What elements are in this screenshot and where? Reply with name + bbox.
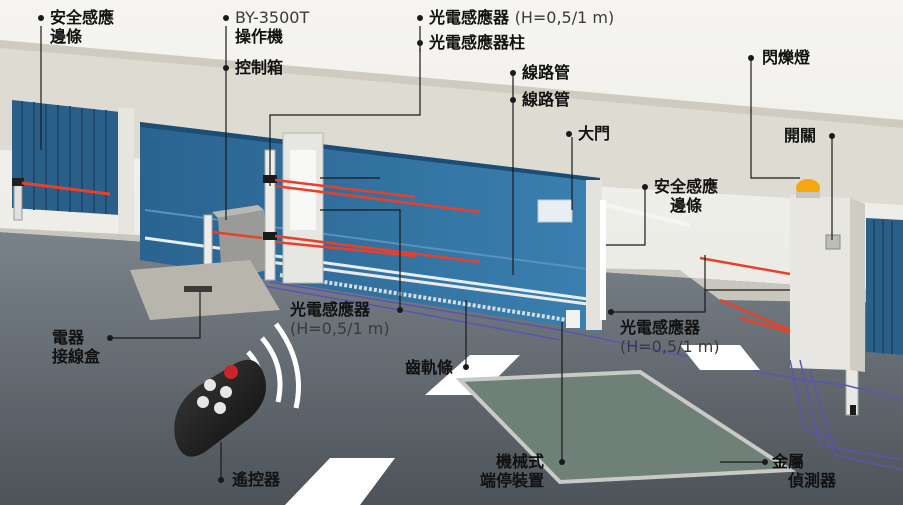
road-markings: [285, 345, 760, 505]
sensor-beams: [211, 178, 481, 264]
label-gear-rack: 齒軌條: [405, 358, 454, 377]
label-photo-sensor-left: 光電感應器 (H=0,5/1 m): [290, 300, 390, 338]
label-junction-box: 電器 接線盒: [52, 328, 100, 366]
label-line: 安全感應: [654, 177, 719, 196]
label-mechanical-stop: 機械式 端停裝置: [480, 452, 544, 490]
label-line: 邊條: [670, 196, 703, 215]
leader-dot: [748, 55, 754, 61]
leader-dot: [38, 15, 44, 21]
operator-name: 操作機: [235, 27, 284, 46]
leader-dot: [559, 459, 565, 465]
remote-control-shape: [174, 359, 266, 457]
leader-dot: [397, 307, 403, 313]
photo-sensor-column-shape: [282, 132, 324, 284]
leader-dot: [510, 97, 516, 103]
label-name: 光電感應器: [429, 8, 510, 27]
label-wiring-conduit-2: 線路管: [522, 90, 571, 109]
safety-edge-right-shape: [600, 200, 606, 320]
leader-dot: [223, 65, 229, 71]
leader-dot: [223, 15, 229, 21]
operator-model: BY-3500T: [235, 8, 310, 27]
label-photo-sensor-top: 光電感應器 (H=0,5/1 m): [429, 8, 614, 27]
label-line: 電器: [52, 328, 85, 347]
leader-dot: [510, 70, 516, 76]
leader-dot: [762, 459, 768, 465]
label-name: 光電感應器: [290, 300, 371, 319]
label-safety-edge-right: 安全感應 邊條: [654, 177, 718, 215]
leader-dot: [107, 335, 113, 341]
label-photo-sensor-right: 光電感應器 (H=0,5/1 m): [620, 318, 720, 356]
label-name: 光電感應器: [620, 318, 701, 337]
junction-box-shape: [184, 286, 212, 292]
label-operator: BY-3500T 操作機: [235, 8, 309, 46]
leader-dot: [642, 184, 648, 190]
right-side-gate: [866, 218, 903, 355]
label-line: 偵測器: [788, 471, 837, 490]
leader-dot: [829, 133, 835, 139]
label-flashing-light: 閃爍燈: [762, 48, 811, 67]
label-metal-detector: 金屬 偵測器: [772, 452, 836, 490]
label-spec: (H=0,5/1 m): [290, 319, 390, 338]
label-photo-sensor-column: 光電感應器柱: [429, 33, 526, 52]
leader-dot: [417, 40, 423, 46]
leader-lines: [40, 26, 833, 480]
label-switch: 開關: [784, 126, 817, 145]
label-line: 接線盒: [52, 347, 101, 366]
conduits: [229, 279, 903, 471]
metal-detector-shape: [455, 369, 797, 485]
label-line: 機械式: [496, 452, 545, 471]
leader-dot: [608, 309, 614, 315]
flashing-light-shape: [796, 179, 820, 198]
label-line: 端停裝置: [480, 471, 545, 490]
label-safety-edge-left: 安全感應 邊條: [50, 8, 114, 46]
left-barrier: [12, 178, 111, 221]
label-line: 安全感應: [50, 8, 115, 27]
label-line: 邊條: [50, 27, 83, 46]
label-wiring-conduit-1: 線路管: [522, 63, 571, 82]
leader-dot: [417, 15, 423, 21]
leader-dot: [566, 131, 572, 137]
label-remote-control: 遙控器: [232, 470, 281, 489]
label-spec: (H=0,5/1 m): [514, 8, 615, 27]
leader-dot: [218, 477, 224, 483]
label-gate: 大門: [578, 124, 611, 143]
leader-dot: [463, 364, 469, 370]
label-control-box: 控制箱: [235, 58, 284, 77]
label-spec: (H=0,5/1 m): [620, 337, 720, 356]
label-line: 金屬: [772, 452, 805, 471]
right-pillar: [790, 195, 865, 372]
